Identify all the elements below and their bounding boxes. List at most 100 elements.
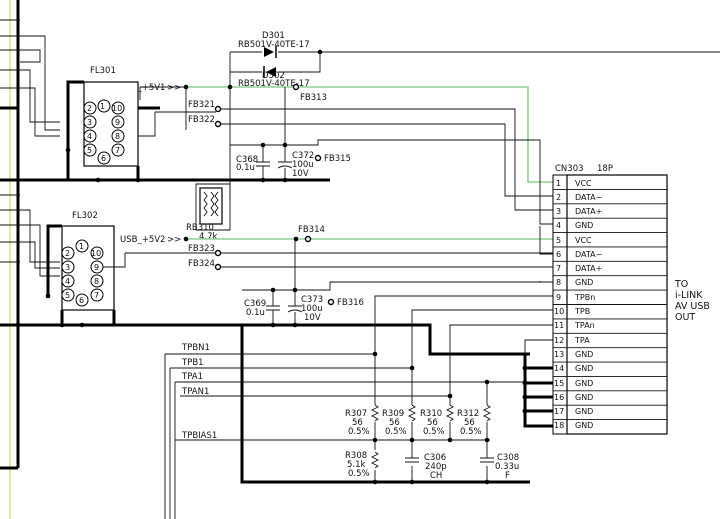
fb323-label: FB323	[188, 244, 215, 254]
svg-text:5: 5	[65, 291, 70, 300]
cn303-pin: 12 TPA	[554, 336, 590, 345]
vcc1-trace	[186, 86, 553, 183]
c308-val: 0.33u	[495, 462, 519, 472]
svg-text:2: 2	[556, 193, 561, 202]
svg-text:7: 7	[556, 264, 561, 273]
svg-text:10: 10	[91, 249, 101, 258]
ground-bus-bottom	[240, 325, 530, 484]
svg-text:15: 15	[554, 379, 564, 388]
dest-line-4: OUT	[675, 312, 695, 323]
r309-ref: R309	[382, 409, 404, 419]
c306-type: CH	[430, 471, 442, 481]
fb316-wire	[242, 281, 553, 291]
c369-ref: C369	[244, 299, 266, 309]
svg-text:3: 3	[87, 118, 92, 127]
svg-text:9: 9	[115, 118, 120, 127]
svg-text:8: 8	[115, 132, 120, 141]
r312-val: 56	[464, 418, 475, 428]
fb315-label: FB315	[324, 154, 351, 164]
fl301-ground	[66, 80, 160, 180]
r308-val: 5.1k	[347, 460, 366, 470]
resistor-zigzags	[370, 404, 492, 469]
tpb1-label: TPB1	[181, 358, 204, 368]
c372-val: 100u	[292, 160, 314, 170]
r307-tol: 0.5%	[348, 427, 370, 437]
rb310-ref: RB310	[186, 223, 214, 233]
tpan1-label: TPAN1	[181, 387, 209, 397]
c368-val: 0.1u	[236, 163, 255, 173]
d302-ref: D302	[262, 71, 285, 81]
svg-text:GND: GND	[575, 421, 593, 430]
svg-text:18: 18	[554, 421, 564, 430]
fl302-pins: 1 2 3 4 5 10 9 8 7 6	[61, 239, 104, 307]
fl301-label: FL301	[90, 66, 116, 76]
svg-text:DATA−: DATA−	[575, 193, 602, 202]
svg-text:1: 1	[556, 179, 561, 188]
fb322-label: FB322	[188, 115, 215, 125]
tp-traces-down	[164, 354, 176, 519]
svg-text:TPA: TPA	[574, 336, 590, 345]
c368-symbol	[256, 145, 270, 180]
rb310-zigzag	[203, 191, 219, 217]
cap-plates	[405, 457, 494, 463]
svg-text:4: 4	[65, 277, 70, 286]
svg-text:12: 12	[554, 336, 564, 345]
cn303-pin: 7 DATA+	[556, 264, 602, 273]
c306-val: 240p	[425, 462, 447, 472]
svg-text:8: 8	[556, 278, 561, 287]
svg-text:GND: GND	[575, 393, 593, 402]
svg-text:TPB: TPB	[574, 307, 590, 316]
svg-text:11: 11	[554, 321, 564, 330]
tpbn1-label: TPBN1	[181, 343, 210, 353]
c369-symbol	[266, 290, 280, 325]
fb315-wire	[230, 139, 553, 225]
r309-tol: 0.5%	[385, 427, 407, 437]
d302-symbol	[266, 67, 276, 77]
r312-ref: R312	[457, 409, 479, 419]
r308-tol: 0.5%	[348, 469, 370, 479]
r312-tol: 0.5%	[460, 427, 482, 437]
r308-ref: R308	[345, 451, 367, 461]
c372-volt: 10V	[292, 169, 309, 179]
usb-5v2-label: USB_+5V2	[120, 235, 165, 245]
svg-text:DATA−: DATA−	[575, 250, 602, 259]
svg-text:5: 5	[87, 146, 92, 155]
c306-ref: C306	[424, 453, 446, 463]
c368-ref: C368	[236, 155, 258, 165]
svg-text:3: 3	[65, 263, 70, 272]
r307-ref: R307	[345, 409, 367, 419]
r310-tol: 0.5%	[423, 427, 445, 437]
fb314-label: FB314	[298, 225, 325, 235]
left-traces	[0, 19, 60, 277]
c373-volt: 10V	[304, 313, 321, 323]
arrow-icon: >>	[167, 235, 181, 245]
fb313-label: FB313	[300, 93, 327, 103]
svg-text:9: 9	[556, 293, 561, 302]
svg-text:GND: GND	[575, 221, 593, 230]
data1-traces	[138, 108, 553, 211]
diode-wires	[230, 51, 720, 73]
usb1-wires	[139, 86, 187, 130]
svg-text:6: 6	[79, 296, 84, 305]
r310-ref: R310	[420, 409, 442, 419]
svg-text:2: 2	[65, 249, 70, 258]
cn303-row-lines	[553, 188, 667, 421]
rb310-body	[199, 187, 223, 225]
tpbias1-label: TPBIAS1	[181, 431, 217, 441]
fl301-pins: 1 2 3 4 5 10 9 8 7 6	[83, 99, 125, 165]
svg-text:1: 1	[79, 242, 84, 251]
c373-val: 100u	[301, 304, 323, 314]
svg-text:7: 7	[94, 291, 99, 300]
svg-text:DATA+: DATA+	[575, 264, 602, 273]
svg-text:GND: GND	[575, 364, 593, 373]
